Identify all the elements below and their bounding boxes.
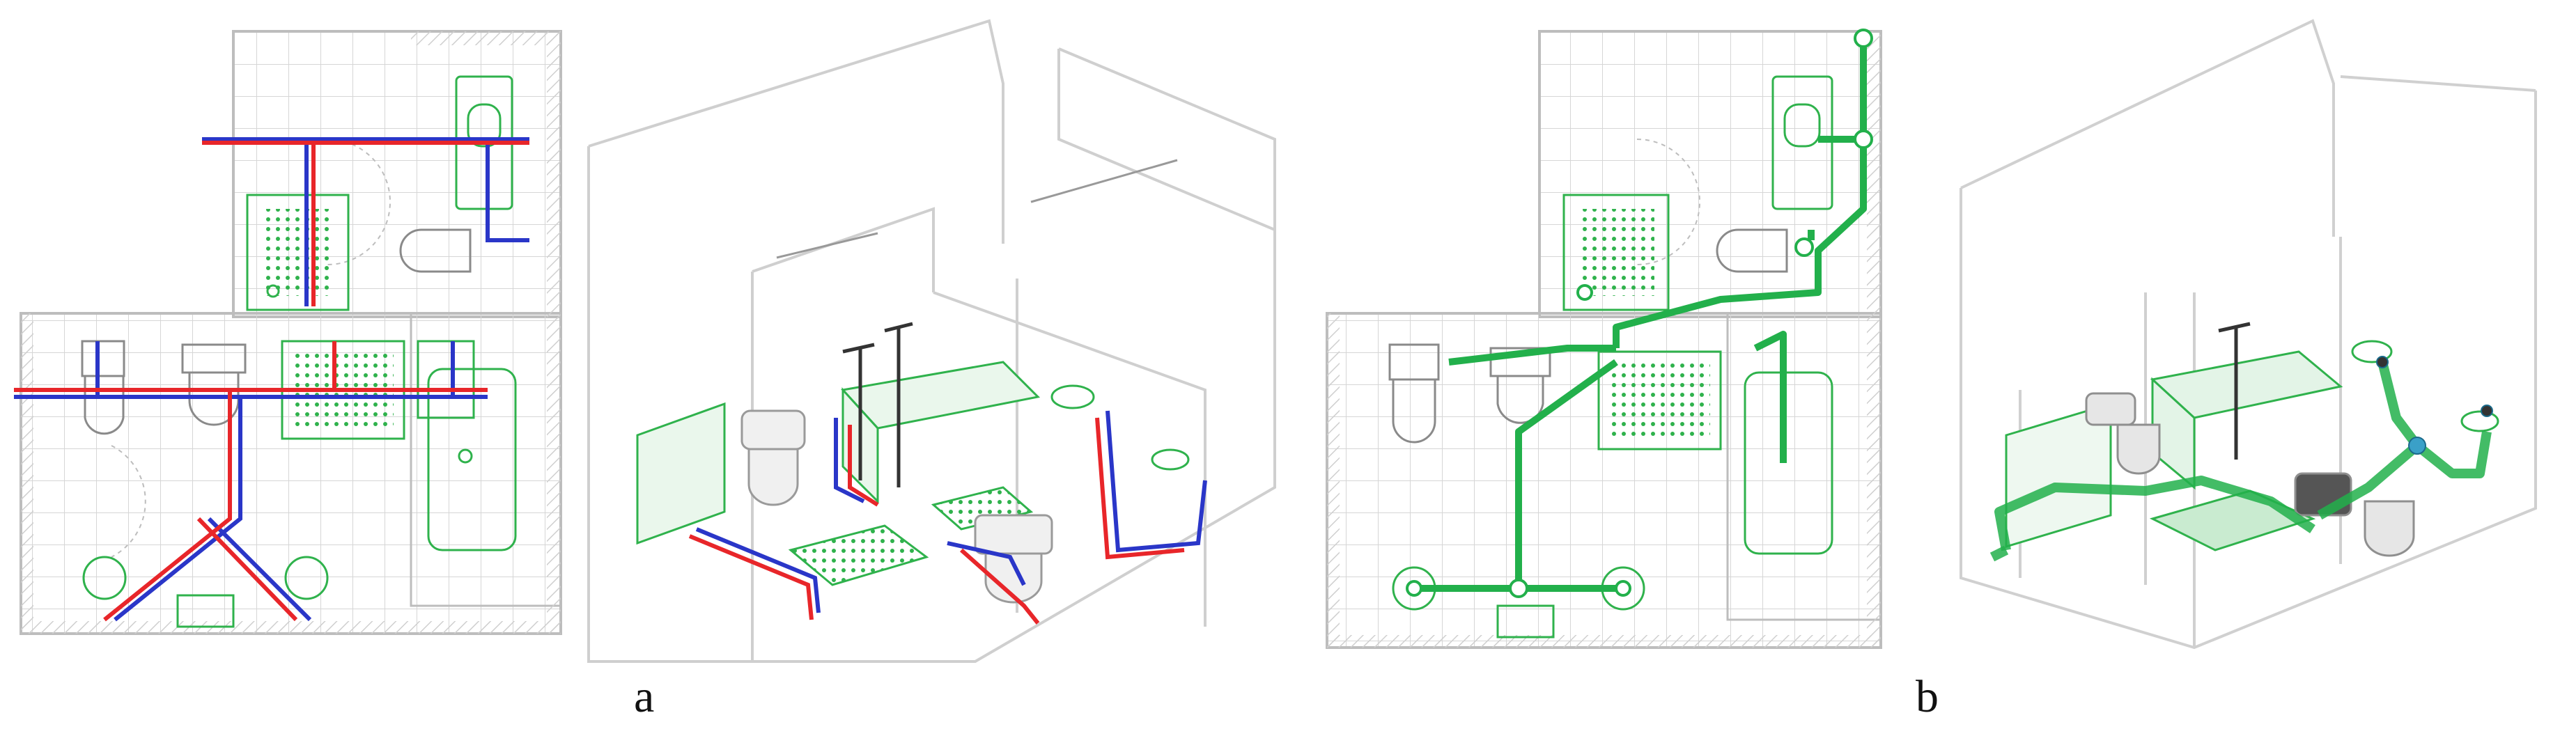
iso-b-drain-fittings: [2376, 356, 2493, 455]
plan-b-fixtures: [1392, 75, 1833, 639]
plan-a-hot-pipes: [14, 141, 529, 622]
panel-label-b: b: [1916, 671, 1939, 722]
iso-a-toilets: [740, 409, 1053, 604]
iso-a-cold-pipes: [695, 410, 1207, 613]
plan-b-drain-fittings: [1406, 29, 1873, 598]
iso-b-shower: [2218, 322, 2251, 460]
iso-b-walls: [1960, 19, 2537, 650]
panel-label-a: a: [634, 671, 655, 722]
plan-b-drain-pipes: [1414, 31, 1867, 592]
plan-a-toilets: [81, 228, 472, 435]
iso-b-drain-pipes: [1989, 361, 2492, 562]
iso-a-shower: [842, 322, 913, 487]
iso-a-hot-pipes: [688, 417, 1185, 625]
plan-a-floor: [20, 30, 562, 635]
plan-b-toilets: [1388, 228, 1788, 444]
plan-a-cold-pipes: [14, 137, 529, 622]
iso-b-toilets: [2085, 392, 2415, 557]
